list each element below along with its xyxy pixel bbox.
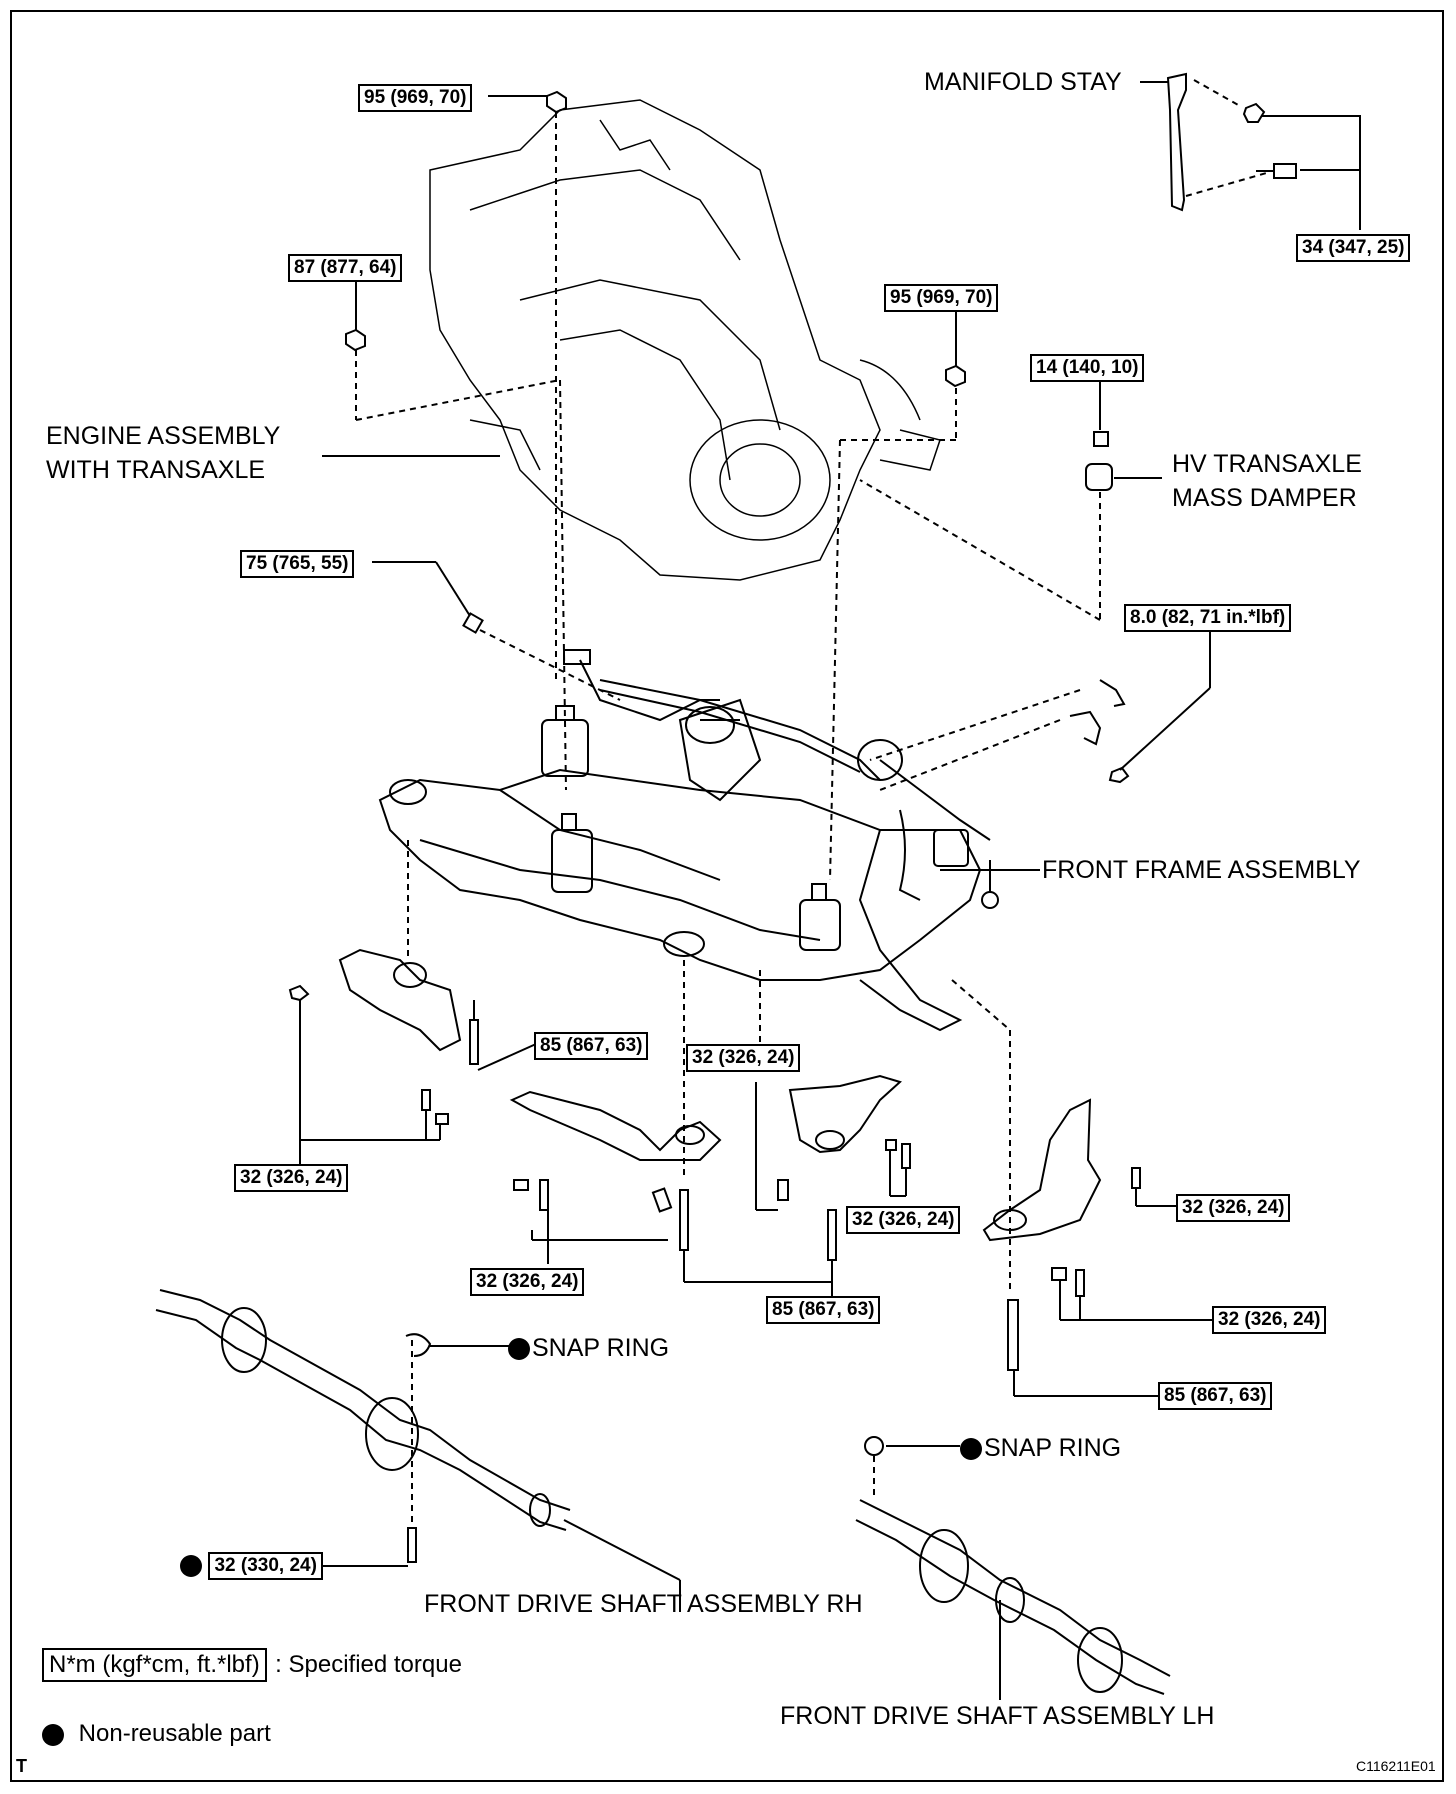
legend-nonreusable: Non-reusable part: [42, 1720, 271, 1748]
manifold-stay-label: MANIFOLD STAY: [924, 68, 1122, 96]
legend-nonreusable-text: Non-reusable part: [78, 1720, 271, 1747]
non-reusable-dot: [180, 1555, 202, 1577]
lh-rear-bracket: [982, 1098, 1212, 1397]
snap-ring-text-2: SNAP RING: [984, 1434, 1122, 1462]
engine-assembly-drawing: [429, 99, 941, 581]
torque-box: 32 (326, 24): [470, 1268, 585, 1296]
torque-box: 87 (877, 64): [288, 254, 403, 282]
torque-box: 32 (326, 24): [234, 1164, 349, 1192]
drive-shaft-lh-label: FRONT DRIVE SHAFT ASSEMBLY LH: [780, 1702, 1215, 1730]
non-reusable-dot: [42, 1723, 64, 1746]
mass-damper-drawing: [859, 382, 1162, 621]
torque-box: 32 (326, 24): [846, 1206, 961, 1234]
sensor-bolts: [869, 626, 1211, 791]
torque-box: 32 (326, 24): [686, 1044, 801, 1072]
torque-box: 32 (330, 24): [208, 1552, 323, 1580]
non-reusable-dot: [960, 1438, 982, 1461]
hv-transaxle-label-1: HV TRANSAXLE: [1172, 450, 1362, 478]
torque-box: 85 (867, 63): [1158, 1382, 1273, 1410]
drive-shaft-rh-label: FRONT DRIVE SHAFT ASSEMBLY RH: [424, 1590, 863, 1618]
front-frame-label: FRONT FRAME ASSEMBLY: [1042, 856, 1361, 884]
hv-transaxle-label-2: MASS DAMPER: [1172, 484, 1357, 512]
rh-mount-bracket: [288, 948, 537, 1168]
legend-torque-desc: : Specified torque: [275, 1651, 462, 1678]
torque-box: 14 (140, 10): [1030, 354, 1145, 382]
torque-box: 32 (326, 24): [1176, 1194, 1291, 1222]
drive-shaft-lh-drawing: [855, 1436, 1171, 1700]
figure-code: C116211E01: [1356, 1758, 1436, 1774]
torque-box: 34 (347, 25): [1296, 234, 1411, 262]
center-mount-bracket: [509, 1090, 837, 1296]
torque-box: 8.0 (82, 71 in.*lbf): [1124, 604, 1292, 632]
lh-front-bracket: [755, 1074, 911, 1211]
drive-shaft-rh-drawing: [155, 1289, 681, 1612]
engine-assembly-label-1: ENGINE ASSEMBLY: [46, 422, 281, 450]
corner-mark: T: [16, 1756, 27, 1776]
snap-ring-label-2: SNAP RING: [960, 1434, 1121, 1462]
non-reusable-dot: [508, 1338, 530, 1361]
torque-box: 95 (969, 70): [884, 284, 999, 312]
engine-mount-bolts: [345, 90, 966, 881]
legend-torque-unit: N*m (kgf*cm, ft.*lbf): [42, 1648, 267, 1682]
torque-box: 75 (765, 55): [240, 550, 355, 578]
torque-box: 32 (326, 24): [1212, 1306, 1327, 1334]
manifold-stay-drawing: [1140, 72, 1361, 230]
legend-torque: N*m (kgf*cm, ft.*lbf) : Specified torque: [42, 1648, 462, 1682]
torque-box: 95 (969, 70): [358, 84, 473, 112]
torque-box: 85 (867, 63): [766, 1296, 881, 1324]
snap-ring-label-1: SNAP RING: [508, 1334, 669, 1362]
snap-ring-text-1: SNAP RING: [532, 1334, 670, 1362]
engine-assembly-label-2: WITH TRANSAXLE: [46, 456, 266, 484]
torque-nonreusable: 32 (330, 24): [180, 1552, 323, 1580]
frame-bolt-75: [372, 561, 621, 701]
torque-box: 85 (867, 63): [534, 1032, 649, 1060]
diagram-frame: [10, 10, 1444, 1782]
front-frame-drawing: [378, 649, 999, 1032]
